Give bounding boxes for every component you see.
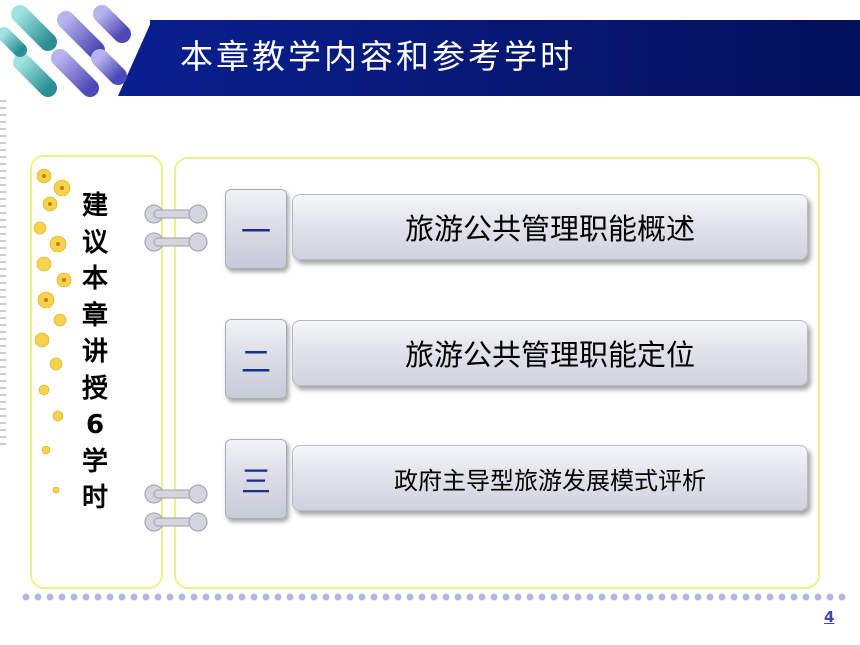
item-text-1: 旅游公共管理职能概述 bbox=[404, 212, 695, 246]
item-number-3: 三 bbox=[225, 439, 287, 519]
item-number-2: 二 bbox=[225, 319, 287, 399]
item-number-1: 一 bbox=[225, 189, 287, 269]
binder-ring-icon bbox=[144, 204, 208, 252]
item-text-3: 政府主导型旅游发展模式评析 bbox=[394, 466, 706, 495]
bottom-dotted-line bbox=[20, 592, 850, 602]
flower-decoration-icon bbox=[33, 168, 72, 494]
page-number[interactable]: 4 bbox=[824, 608, 835, 626]
binder-ring-icon bbox=[144, 484, 208, 532]
header-bar bbox=[150, 20, 860, 96]
note-char: 议 bbox=[81, 227, 108, 258]
left-dotted-line bbox=[0, 100, 6, 450]
side-note-panel bbox=[30, 155, 163, 589]
item-text-2: 旅游公共管理职能定位 bbox=[404, 338, 695, 372]
item-bar-3[interactable]: 政府主导型旅游发展模式评析 bbox=[292, 445, 808, 511]
item-bar-1[interactable]: 旅游公共管理职能概述 bbox=[292, 194, 808, 260]
cylinders-logo-icon bbox=[0, 5, 131, 97]
page-title: 本章教学内容和参考学时 bbox=[180, 37, 576, 76]
note-char: 授 bbox=[81, 373, 108, 404]
note-char: 6 bbox=[85, 410, 105, 440]
note-char: 建 bbox=[81, 191, 108, 221]
note-char: 章 bbox=[81, 300, 108, 331]
item-bar-2[interactable]: 旅游公共管理职能定位 bbox=[292, 320, 808, 386]
suggested-hours-note: 建 议 本 章 讲 授 6 学 时 bbox=[80, 188, 110, 517]
note-char: 讲 bbox=[81, 337, 108, 367]
note-char: 学 bbox=[81, 446, 108, 477]
note-char: 时 bbox=[81, 483, 108, 513]
note-char: 本 bbox=[81, 264, 108, 294]
